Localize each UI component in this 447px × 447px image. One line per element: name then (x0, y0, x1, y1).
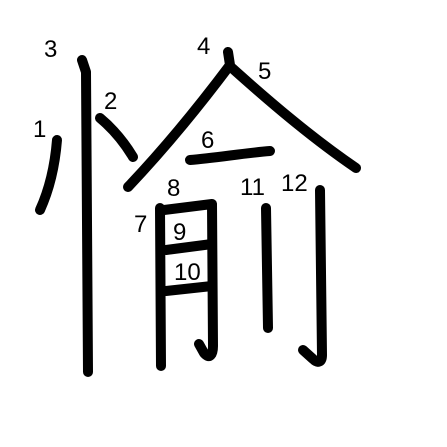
stroke-number-1: 1 (33, 116, 46, 143)
stroke-number-6: 6 (201, 127, 214, 154)
stroke-11 (261, 203, 273, 333)
stroke-8 (159, 199, 218, 361)
stroke-number-10: 10 (174, 259, 201, 286)
stroke-2 (95, 113, 138, 162)
stroke-1 (35, 135, 62, 215)
stroke-number-3: 3 (44, 36, 57, 63)
stroke-number-11: 11 (240, 174, 265, 201)
stroke-4 (123, 47, 235, 192)
stroke-3 (77, 55, 93, 377)
stroke-number-12: 12 (281, 170, 308, 197)
stroke-12 (298, 185, 327, 367)
stroke-number-2: 2 (104, 88, 117, 115)
stroke-number-8: 8 (167, 175, 180, 202)
stroke-7 (155, 203, 166, 371)
stroke-10 (161, 281, 217, 296)
stroke-number-5: 5 (258, 58, 271, 85)
stroke-number-9: 9 (173, 219, 186, 246)
stroke-5 (227, 63, 361, 173)
stroke-9 (161, 239, 217, 255)
stroke-number-4: 4 (197, 33, 210, 60)
stroke-number-labels: 1 2 3 4 5 6 7 8 9 10 11 12 (33, 33, 308, 286)
stroke-number-7: 7 (134, 211, 147, 238)
stroke-6 (185, 146, 275, 165)
character-strokes (35, 47, 361, 377)
